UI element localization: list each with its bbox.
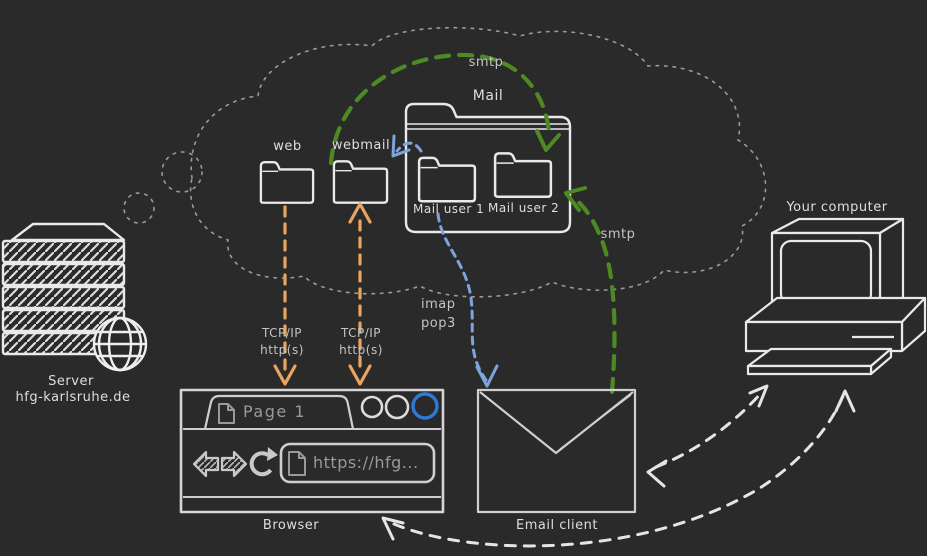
desktop-computer-icon: [744, 217, 927, 376]
email-client-caption: Email client: [516, 518, 598, 533]
arrow-smtp-webmail-to-mail: [328, 52, 561, 166]
folder-mail-user-1-icon: [417, 156, 477, 203]
window-dot-2: [384, 394, 410, 420]
computer-keyboard: [746, 347, 893, 376]
folder-web-icon: [259, 160, 315, 204]
url-bar-text[interactable]: https://hfg...: [313, 453, 419, 472]
browser-tab: [203, 394, 355, 430]
arrow-browser-to-webmail: [348, 202, 372, 386]
arrow-mail-to-emailclient: [436, 212, 499, 388]
server-label: Server: [48, 374, 94, 389]
smtp-label-top: smtp: [468, 55, 504, 70]
folder-webmail-icon: [332, 160, 389, 204]
your-computer-label: Your computer: [786, 200, 888, 215]
refresh-icon: [249, 447, 278, 477]
arrow-mail-to-webmail: [391, 134, 423, 158]
web-folder-label: web: [273, 139, 302, 154]
cloud-outline: [123, 26, 767, 298]
browser-caption: Browser: [262, 518, 320, 533]
tcpip-label-web: TCP/IP http(s): [260, 326, 304, 358]
globe-icon: [92, 316, 148, 372]
tab-page-icon: [218, 403, 235, 424]
arrow-computer-to-browser: [381, 389, 856, 548]
arrow-smtp-emailclient-to-mail: [564, 186, 617, 395]
url-bar: [279, 442, 436, 484]
window-dot-1: [360, 395, 384, 419]
folder-mail-icon: [404, 102, 572, 234]
imap-pop3-label: imap pop3: [421, 297, 456, 331]
server-domain-label: hfg-karlsruhe.de: [15, 390, 131, 405]
back-icon: [192, 450, 220, 478]
folder-mail-user-2-icon: [493, 152, 553, 198]
tcpip-label-webmail: TCP/IP http(s): [339, 326, 383, 358]
arrow-web-to-browser: [273, 205, 297, 386]
window-dot-accent: [411, 392, 439, 420]
url-page-icon: [288, 451, 306, 476]
thought-bubble-small: [123, 192, 155, 224]
mail-user-1-label: Mail user 1: [413, 202, 485, 216]
smtp-label-right: smtp: [600, 227, 636, 242]
browser-tab-title: Page 1: [243, 402, 306, 421]
computer-system-unit: [744, 296, 927, 353]
browser-window: [179, 388, 445, 514]
webmail-folder-label: webmail: [331, 138, 391, 153]
thought-bubble-large: [161, 151, 203, 193]
mail-user-2-label: Mail user 2: [488, 201, 560, 215]
envelope-icon: [476, 388, 637, 514]
arrow-computer-to-emailclient: [646, 384, 769, 488]
forward-icon: [220, 450, 248, 478]
mail-folder-label: Mail: [472, 88, 504, 104]
